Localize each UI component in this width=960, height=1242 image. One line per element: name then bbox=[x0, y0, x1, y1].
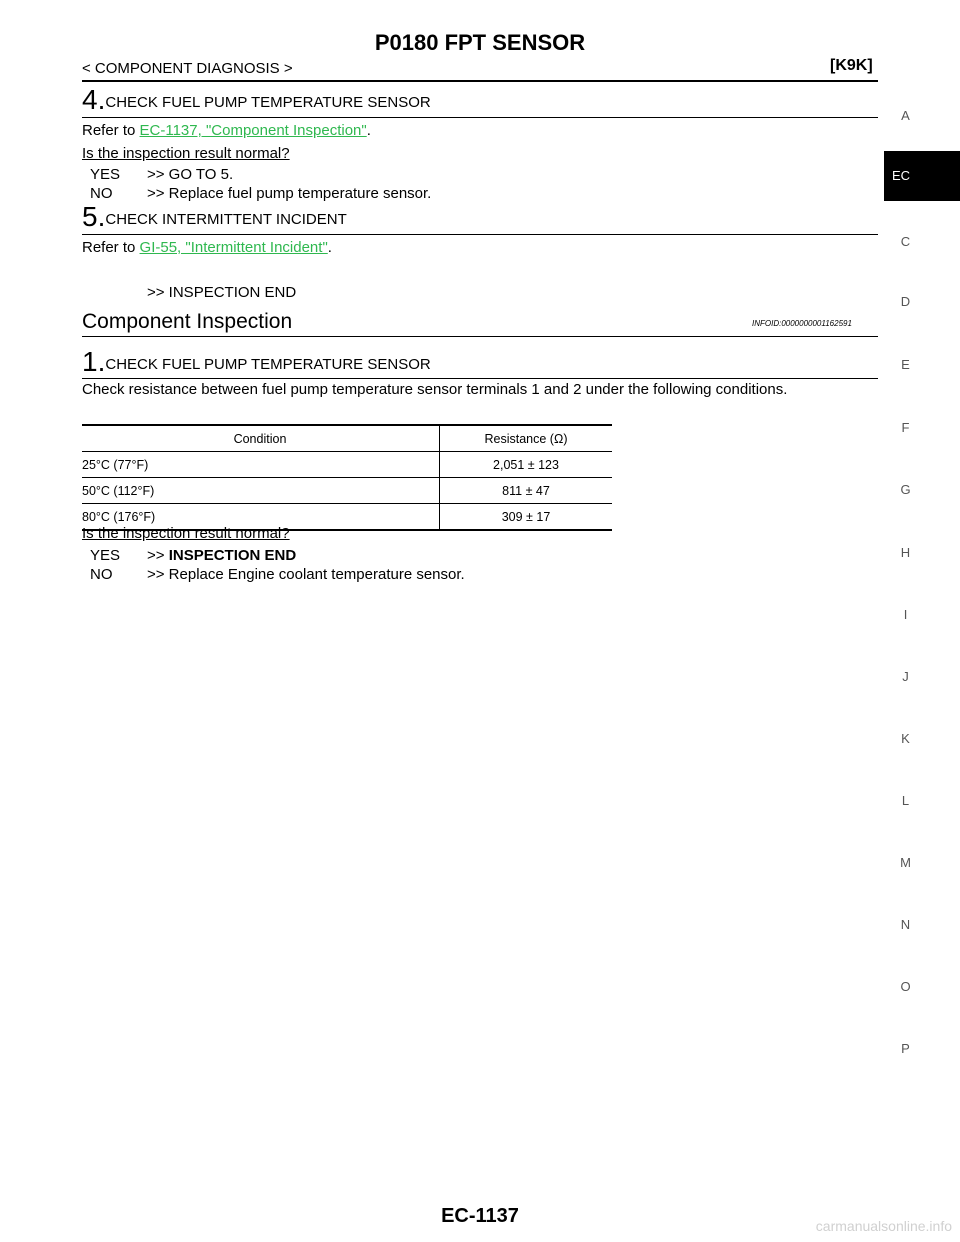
column-header: Condition bbox=[82, 424, 440, 452]
index-tab-h[interactable]: H bbox=[900, 545, 911, 560]
yes-prefix: >> bbox=[147, 547, 169, 564]
step-1-instruction: Check resistance between fuel pump tempe… bbox=[82, 381, 788, 398]
index-tab-j[interactable]: J bbox=[902, 669, 909, 684]
refer-prefix: Refer to bbox=[82, 239, 140, 256]
table-row: 80°C (176°F) 309 ± 17 bbox=[82, 503, 612, 531]
step-1-heading: 1.CHECK FUEL PUMP TEMPERATURE SENSOR bbox=[82, 346, 431, 378]
refer-suffix: . bbox=[327, 239, 332, 256]
condition-cell: 50°C (112°F) bbox=[82, 477, 440, 504]
index-tab-l[interactable]: L bbox=[901, 793, 910, 808]
step-1-no: NO >> Replace Engine coolant temperature … bbox=[90, 566, 465, 583]
step-title: CHECK INTERMITTENT INCIDENT bbox=[105, 211, 347, 228]
index-tab-o[interactable]: O bbox=[900, 979, 911, 994]
section-rule bbox=[82, 336, 878, 337]
refer-suffix: . bbox=[366, 122, 371, 139]
index-tab-m[interactable]: M bbox=[900, 855, 911, 870]
step-4-question: Is the inspection result normal? bbox=[82, 145, 290, 162]
step-number: 5. bbox=[82, 201, 106, 232]
index-tab-k[interactable]: K bbox=[901, 731, 910, 746]
step-rule bbox=[82, 234, 878, 235]
section-label: < COMPONENT DIAGNOSIS > bbox=[82, 60, 293, 77]
yes-text: >> GO TO 5. bbox=[147, 166, 234, 183]
intermittent-incident-link[interactable]: GI-55, "Intermittent Incident" bbox=[139, 239, 328, 256]
index-tab-e[interactable]: E bbox=[901, 357, 910, 372]
refer-prefix: Refer to bbox=[82, 122, 140, 139]
step-number: 1. bbox=[82, 346, 106, 377]
header-rule bbox=[82, 80, 878, 82]
index-tab-i[interactable]: I bbox=[903, 607, 908, 622]
page-title: P0180 FPT SENSOR bbox=[374, 30, 586, 55]
model-label: [K9K] bbox=[830, 57, 873, 74]
page-number: EC-1137 bbox=[441, 1205, 519, 1227]
yes-label: YES bbox=[90, 166, 121, 183]
step-4-no: NO >> Replace fuel pump temperature senso… bbox=[90, 185, 431, 202]
step-4-yes: YES >> GO TO 5. bbox=[90, 166, 233, 183]
component-inspection-link[interactable]: EC-1137, "Component Inspection" bbox=[139, 122, 367, 139]
condition-cell: 25°C (77°F) bbox=[82, 451, 440, 478]
step-1-yes: YES >> INSPECTION END bbox=[90, 547, 296, 564]
resistance-cell: 811 ± 47 bbox=[439, 477, 612, 504]
step-number: 4. bbox=[82, 84, 106, 115]
section-heading: Component Inspection bbox=[82, 310, 293, 333]
no-label: NO bbox=[90, 185, 113, 202]
index-tab-a[interactable]: A bbox=[901, 108, 910, 123]
condition-cell: 80°C (176°F) bbox=[82, 503, 440, 531]
index-tab-n[interactable]: N bbox=[900, 917, 911, 932]
resistance-cell: 2,051 ± 123 bbox=[439, 451, 612, 478]
index-tab-g[interactable]: G bbox=[900, 482, 911, 497]
column-header: Resistance (Ω) bbox=[439, 424, 612, 452]
no-text: >> Replace Engine coolant temperature se… bbox=[147, 566, 465, 583]
step-rule bbox=[82, 117, 878, 118]
resistance-cell: 309 ± 17 bbox=[439, 503, 612, 531]
step-4-refer: Refer to EC-1137, "Component Inspection"… bbox=[82, 122, 371, 139]
index-tab-c[interactable]: C bbox=[900, 234, 911, 249]
table-row: 25°C (77°F) 2,051 ± 123 bbox=[82, 451, 612, 478]
table-row: 50°C (112°F) 811 ± 47 bbox=[82, 477, 612, 504]
step-title: CHECK FUEL PUMP TEMPERATURE SENSOR bbox=[105, 94, 431, 111]
step-title: CHECK FUEL PUMP TEMPERATURE SENSOR bbox=[105, 356, 431, 373]
index-tab-ec[interactable]: EC bbox=[884, 151, 960, 201]
yes-label: YES bbox=[90, 547, 121, 564]
step-5-refer: Refer to GI-55, "Intermittent Incident". bbox=[82, 239, 332, 256]
index-tab-f[interactable]: F bbox=[901, 420, 910, 435]
step-5-end: >> INSPECTION END bbox=[147, 284, 297, 301]
index-tab-p[interactable]: P bbox=[901, 1041, 910, 1056]
no-label: NO bbox=[90, 566, 113, 583]
step-5-heading: 5.CHECK INTERMITTENT INCIDENT bbox=[82, 201, 347, 233]
step-4-heading: 4.CHECK FUEL PUMP TEMPERATURE SENSOR bbox=[82, 84, 431, 116]
resistance-table: Condition Resistance (Ω) 25°C (77°F) 2,0… bbox=[82, 424, 612, 531]
info-id: INFOID:0000000001162591 bbox=[752, 319, 852, 328]
yes-text: INSPECTION END bbox=[168, 547, 297, 564]
step-1-question: Is the inspection result normal? bbox=[82, 525, 290, 542]
no-text: >> Replace fuel pump temperature sensor. bbox=[147, 185, 432, 202]
watermark: carmanualsonline.info bbox=[815, 1218, 952, 1234]
index-tab-d[interactable]: D bbox=[900, 294, 911, 309]
step-rule bbox=[82, 378, 878, 379]
table-header-row: Condition Resistance (Ω) bbox=[82, 424, 612, 452]
